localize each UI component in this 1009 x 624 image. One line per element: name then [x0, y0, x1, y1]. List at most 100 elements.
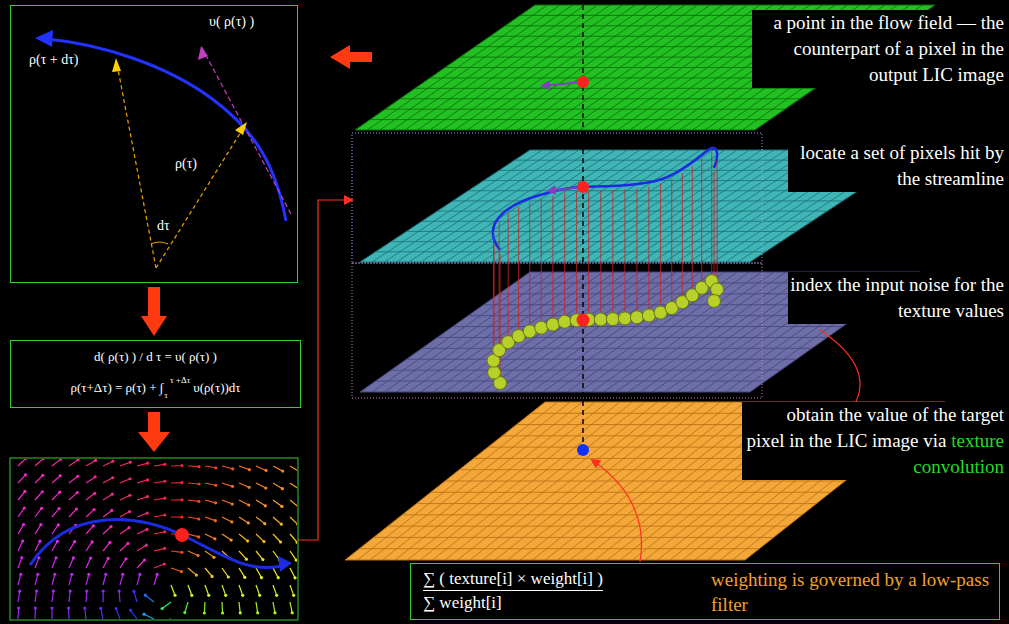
vector-arrow	[171, 516, 182, 517]
vector-head	[50, 606, 53, 609]
vector-arrow	[18, 508, 24, 517]
vector-arrow	[103, 574, 106, 585]
vector-arrow	[137, 513, 147, 517]
vector-head	[247, 521, 250, 524]
vector-head	[260, 576, 263, 579]
vector-arrow	[222, 500, 232, 504]
grid-line	[518, 272, 688, 392]
grid-line	[640, 272, 810, 392]
vector-arrow	[144, 614, 154, 619]
grid-line	[372, 272, 542, 392]
vector-arrow	[171, 482, 182, 484]
grid-line	[592, 272, 762, 392]
projection-line	[648, 186, 649, 308]
vector-head	[163, 497, 166, 500]
grid-line	[567, 272, 737, 392]
vector-head	[146, 478, 149, 481]
vector-arrow	[205, 466, 216, 468]
vector-arrow	[239, 568, 245, 577]
grid-line	[482, 150, 652, 262]
vector-arrow	[290, 602, 292, 613]
vector-head	[246, 539, 249, 542]
projection-line	[711, 152, 712, 274]
vector-head	[110, 509, 113, 512]
vector-head	[230, 538, 233, 541]
noise-pixel	[630, 311, 643, 324]
vector-head	[56, 540, 59, 543]
vector-arrow	[120, 512, 130, 517]
vector-arrow	[222, 483, 232, 486]
vector-head	[24, 459, 27, 460]
vector-head	[107, 557, 110, 560]
vector-arrow	[69, 476, 78, 483]
illustration-part	[582, 5, 584, 450]
vector-arrow	[154, 548, 165, 551]
vector-arrow	[35, 475, 43, 483]
arrowhead	[235, 122, 247, 135]
grid-line	[555, 272, 725, 392]
grid-line	[388, 526, 788, 527]
projection-line	[624, 189, 625, 311]
vector-arrow	[120, 543, 128, 551]
vector-arrow	[256, 602, 258, 613]
grid-line	[494, 150, 664, 262]
vector-head	[230, 520, 233, 523]
grid-line	[458, 272, 628, 392]
vector-arrow	[103, 494, 112, 500]
vector-head	[248, 468, 251, 471]
illustration-part	[298, 200, 352, 540]
vector-arrow	[69, 509, 77, 517]
grid-line	[579, 272, 749, 392]
grid-line	[391, 241, 781, 242]
noise-pixel	[618, 312, 631, 325]
grid-line	[555, 150, 725, 262]
vector-arrow	[188, 568, 196, 575]
vector-head	[231, 502, 234, 505]
vector-arrow	[273, 585, 277, 595]
projection-line	[671, 179, 672, 301]
grid-line	[506, 150, 676, 262]
numerator: ∑ ( texture[i] × weight[i] )	[423, 569, 603, 591]
noise-pixel	[535, 321, 548, 334]
vector-head	[42, 459, 45, 460]
vector-head	[173, 594, 176, 597]
illustration-part	[352, 263, 762, 398]
vector-head	[146, 512, 149, 515]
vector-arrow	[103, 542, 110, 551]
illustration-part	[138, 412, 170, 452]
projection-line	[636, 188, 637, 310]
grid-line	[406, 231, 796, 232]
illustration-part	[542, 82, 583, 86]
grid-line	[470, 150, 640, 262]
vector-head	[214, 519, 217, 522]
vector-head	[264, 486, 267, 489]
vector-arrow	[256, 585, 260, 595]
vector-arrow	[154, 464, 165, 466]
vector-arrow	[205, 568, 212, 576]
vector-arrow	[137, 480, 148, 483]
vector-arrow	[86, 542, 92, 551]
vector-arrow	[239, 500, 249, 505]
grid-line	[406, 359, 796, 360]
grid-line	[400, 98, 800, 99]
vector-head	[143, 558, 146, 561]
grid-line	[453, 326, 843, 327]
vector-head	[277, 576, 280, 579]
vector-arrow	[273, 602, 275, 613]
vector-arrow	[18, 558, 22, 568]
vector-head	[239, 611, 242, 614]
arrowhead	[112, 58, 121, 72]
streamline	[47, 39, 286, 221]
vector-head	[293, 576, 296, 579]
vector-arrow	[188, 465, 199, 467]
grid-line	[421, 150, 591, 262]
vector-arrow	[154, 515, 165, 517]
grid-line	[506, 272, 676, 392]
vector-head	[227, 575, 230, 578]
point	[577, 181, 589, 193]
vector-arrow	[86, 477, 95, 483]
vector-head	[138, 573, 141, 576]
streamline-panel: υ( ρ(τ) )ρ(τ + dτ)ρ(τ)dτ	[10, 5, 298, 283]
vector-arrow	[154, 532, 165, 534]
